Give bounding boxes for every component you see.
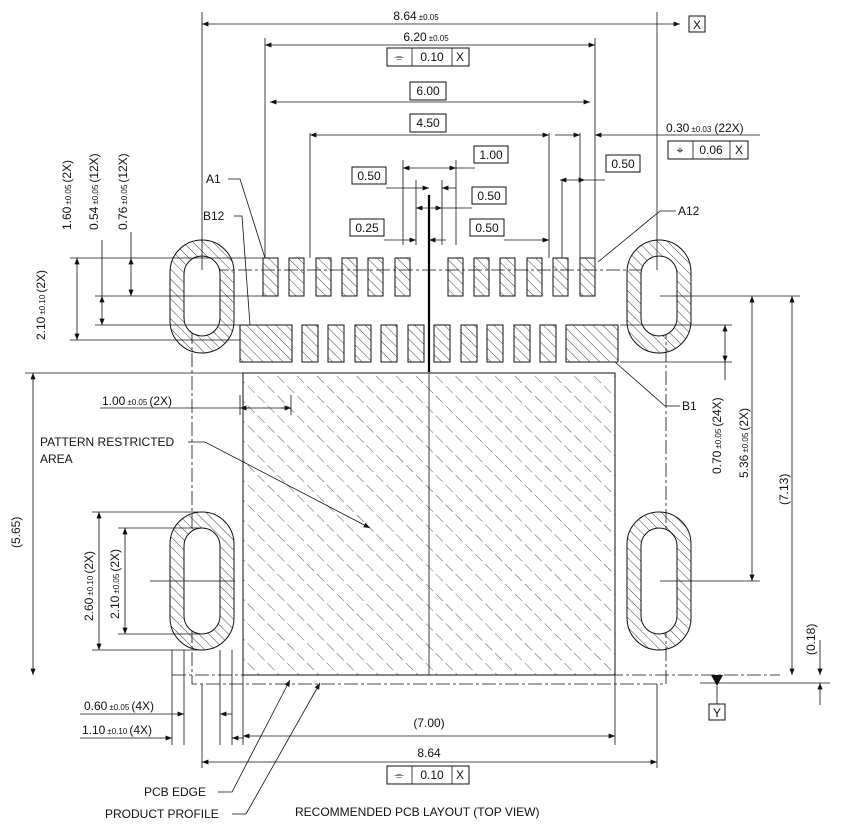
slot-bottom-right <box>626 511 692 651</box>
dim-713: (7.13) <box>777 474 791 505</box>
dim-050-b: 0.50 <box>477 189 501 203</box>
top-pad-2 <box>288 257 305 297</box>
dim-100-2x: 1.00±0.05(2X) <box>102 394 172 408</box>
callout-a1: A1 <box>206 172 221 186</box>
feature-frame-bottom: ⌯ 0.10 X <box>386 765 470 785</box>
svg-text:⌖: ⌖ <box>677 143 684 157</box>
bottom-pad-3 <box>327 324 345 363</box>
dim-050-c: 0.50 <box>475 221 499 235</box>
top-pad-row <box>262 257 596 297</box>
svg-text:0.06: 0.06 <box>699 143 723 157</box>
dim-060-4x: 0.60±0.05(4X) <box>84 699 154 713</box>
bottom-pad-6 <box>407 324 425 363</box>
top-pad-1 <box>262 257 279 297</box>
dim-620: 6.20±0.05 <box>403 30 449 44</box>
top-pad-12 <box>579 257 596 297</box>
dim-210-left: 2.10±0.10(2X) <box>34 270 48 340</box>
dim-070-24x: 0.70±0.05(24X) <box>710 397 724 474</box>
top-pad-7 <box>447 257 464 297</box>
svg-text:0.10: 0.10 <box>420 768 444 782</box>
dim-018: (0.18) <box>804 624 818 655</box>
svg-text:⌯: ⌯ <box>394 768 404 782</box>
dim-536-2x: 5.36±0.05(2X) <box>737 408 751 478</box>
top-pad-8 <box>473 257 490 297</box>
top-pad-5 <box>367 257 384 297</box>
dim-100: 1.00 <box>479 148 503 162</box>
top-pad-4 <box>341 257 358 297</box>
bottom-pad-12 <box>565 324 619 363</box>
dim-054-left: 0.54±0.05(12X) <box>87 153 101 230</box>
dim-600: 6.00 <box>416 84 440 98</box>
dim-565: (5.65) <box>9 517 23 548</box>
dim-110-4x: 1.10±0.10(4X) <box>82 723 152 737</box>
bottom-pad-5 <box>380 324 398 363</box>
callout-a12: A12 <box>678 204 700 218</box>
dim-210-slot: 2.10±0.05(2X) <box>108 549 122 619</box>
dim-700: (7.00) <box>413 716 444 730</box>
callout-pattern-restricted: PATTERN RESTRICTED <box>40 435 175 449</box>
top-pad-9 <box>499 257 516 297</box>
svg-text:Y: Y <box>713 706 721 720</box>
callout-product-profile: PRODUCT PROFILE <box>105 807 219 821</box>
bottom-pad-7 <box>433 324 451 363</box>
dim-160-left: 1.60±0.05(2X) <box>60 160 74 230</box>
svg-text:⌯: ⌯ <box>394 50 404 64</box>
bottom-pad-10 <box>513 324 531 363</box>
dim-025: 0.25 <box>355 221 379 235</box>
callout-b12: B12 <box>203 209 225 223</box>
top-pad-10 <box>526 257 543 297</box>
dim-450: 4.50 <box>416 116 440 130</box>
dim-260-slot: 2.60±0.10(2X) <box>82 551 96 621</box>
bottom-pad-2 <box>301 324 319 363</box>
slot-top-right <box>626 239 692 354</box>
drawing-title: RECOMMENDED PCB LAYOUT (TOP VIEW) <box>295 805 539 819</box>
callout-pcb-edge: PCB EDGE <box>144 785 206 799</box>
bottom-pad-1 <box>239 324 293 363</box>
svg-text:X: X <box>735 143 743 157</box>
dim-050-a: 0.50 <box>357 169 381 183</box>
bottom-pad-11 <box>539 324 557 363</box>
bottom-pad-9 <box>486 324 504 363</box>
feature-frame-position: ⌖ 0.06 X <box>667 140 749 160</box>
dim-050-d: 0.50 <box>611 157 635 171</box>
dim-864-top: 8.64±0.05 <box>393 9 439 23</box>
callout-area: AREA <box>40 452 73 466</box>
dim-864-bottom: 8.64 <box>417 746 441 760</box>
feature-frame-top: ⌯ 0.10 X <box>386 47 470 67</box>
dim-030-22x: 0.30±0.03(22X) <box>666 121 744 135</box>
datum-x-box <box>688 15 706 33</box>
top-pad-6 <box>394 257 411 297</box>
top-pad-3 <box>315 257 332 297</box>
dim-076-left: 0.76±0.05(12X) <box>116 153 130 230</box>
bottom-pad-4 <box>354 324 372 363</box>
datum-y-triangle <box>711 675 723 686</box>
svg-text:0.10: 0.10 <box>420 50 444 64</box>
svg-text:X: X <box>456 50 464 64</box>
bottom-pad-row <box>239 324 619 363</box>
datum-y-box <box>708 703 726 721</box>
bottom-pad-8 <box>460 324 478 363</box>
callout-b1: B1 <box>682 399 697 413</box>
top-pad-11 <box>552 257 569 297</box>
svg-text:X: X <box>456 768 464 782</box>
svg-text:X: X <box>693 18 701 32</box>
